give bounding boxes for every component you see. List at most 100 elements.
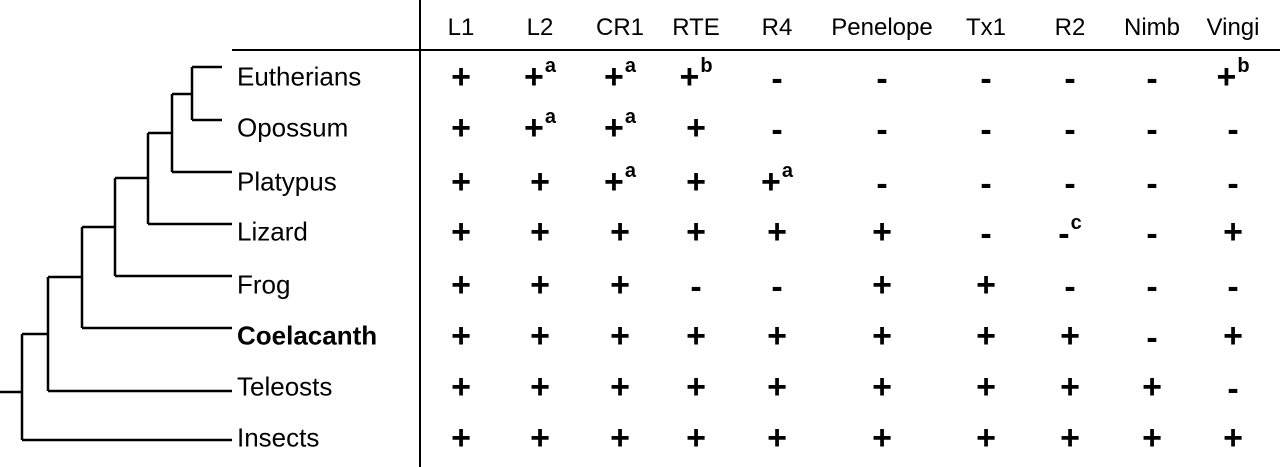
column-header-r2: R2 (1054, 14, 1086, 41)
table-cell: + (872, 370, 892, 404)
taxon-label: Frog (237, 269, 291, 300)
presence-mark: + (686, 163, 706, 201)
table-cell: -c (1058, 213, 1081, 253)
presence-mark: + (976, 419, 996, 457)
table-cell: + (610, 319, 630, 353)
table-cell: - (980, 62, 991, 96)
table-cell: + (451, 60, 471, 94)
presence-mark: + (530, 317, 550, 355)
presence-mark: + (610, 213, 630, 251)
presence-mark: + (1223, 317, 1243, 355)
footnote-superscript: a (624, 160, 636, 182)
table-cell: +a (761, 161, 793, 201)
presence-mark: - (1146, 165, 1158, 203)
presence-mark: + (767, 368, 787, 406)
taxon-label: Eutherians (237, 61, 362, 92)
table-cell: + (976, 370, 996, 404)
column-header-r4: R4 (761, 14, 793, 41)
node-mammals-lizard (146, 131, 232, 226)
presence-mark: + (604, 109, 624, 147)
presence-mark: + (767, 213, 787, 251)
table-cell: + (610, 215, 630, 249)
presence-mark: + (976, 368, 996, 406)
presence-mark: + (610, 419, 630, 457)
taxon-label: Opossum (237, 112, 349, 143)
table-cell: + (872, 421, 892, 455)
column-header-rte: RTE (672, 14, 720, 41)
presence-mark: + (451, 266, 471, 304)
presence-mark: + (767, 317, 787, 355)
taxon-label: Platypus (237, 166, 337, 197)
table-cell: +b (679, 56, 712, 94)
table-cell: - (1227, 270, 1238, 304)
table-cell: +a (604, 56, 636, 94)
table-cell: - (1146, 62, 1157, 96)
presence-mark: - (1227, 165, 1239, 203)
presence-mark: + (686, 213, 706, 251)
presence-mark: + (1142, 419, 1162, 457)
table-cell: + (767, 421, 787, 455)
table-cell: - (980, 113, 991, 147)
table-cell: +b (1216, 56, 1249, 96)
table-cell: + (1142, 421, 1162, 455)
presence-mark: + (530, 419, 550, 457)
footnote-superscript: a (544, 106, 556, 128)
presence-mark: - (1227, 111, 1239, 149)
table-cell: - (1146, 270, 1157, 304)
table-cell: +a (604, 161, 636, 201)
footnote-superscript: b (700, 55, 713, 77)
presence-mark: + (451, 317, 471, 355)
table-cell: + (1060, 421, 1080, 455)
table-cell: - (1064, 167, 1075, 201)
footnote-superscript: c (1070, 212, 1082, 234)
column-header-tx1: Tx1 (965, 14, 1007, 41)
presence-mark: - (771, 60, 783, 98)
footnote-superscript: a (624, 55, 636, 77)
table-cell: + (530, 421, 550, 455)
presence-mark: + (524, 109, 544, 147)
presence-mark: - (1146, 60, 1158, 98)
presence-mark: - (876, 111, 888, 149)
presence-mark: + (1060, 368, 1080, 406)
presence-mark: - (1064, 165, 1076, 203)
table-cell: - (771, 62, 782, 96)
presence-mark: + (451, 109, 471, 147)
table-cell: + (686, 319, 706, 353)
table-cell: + (767, 215, 787, 249)
presence-mark: + (761, 163, 781, 201)
presence-mark: - (1146, 268, 1158, 306)
table-cell: + (451, 421, 471, 455)
node-bilateria-insects (20, 332, 232, 442)
table-cell: + (686, 370, 706, 404)
table-cell: + (1060, 370, 1080, 404)
table-cell: + (530, 319, 550, 353)
presence-mark: - (1146, 215, 1158, 253)
presence-mark: + (451, 213, 471, 251)
table-cell: + (530, 165, 550, 199)
presence-mark: + (524, 58, 544, 96)
table-cell: - (1146, 167, 1157, 201)
table-cell: + (686, 111, 706, 145)
presence-mark: + (451, 163, 471, 201)
presence-mark: + (530, 368, 550, 406)
table-cell: - (876, 62, 887, 96)
presence-mark: + (872, 266, 892, 304)
node-amniotes-frog (113, 176, 232, 278)
presence-mark: + (1216, 58, 1237, 96)
taxon-label: Coelacanth (237, 320, 378, 351)
presence-mark: + (604, 163, 624, 201)
node-tetrapods-coelacanth (80, 225, 232, 330)
table-cell: - (690, 270, 701, 304)
table-cell: - (1227, 113, 1238, 147)
presence-mark: - (1227, 268, 1239, 306)
presence-mark: + (1060, 317, 1080, 355)
taxon-label: Lizard (237, 216, 308, 247)
taxon-label: Teleosts (237, 371, 333, 402)
node-eutherians-opossum (190, 65, 222, 122)
table-cell: + (872, 215, 892, 249)
presence-mark: - (1058, 215, 1070, 253)
table-cell: + (767, 370, 787, 404)
table-cell: + (530, 268, 550, 302)
table-cell: - (771, 113, 782, 147)
column-header-cr1: CR1 (595, 14, 645, 41)
